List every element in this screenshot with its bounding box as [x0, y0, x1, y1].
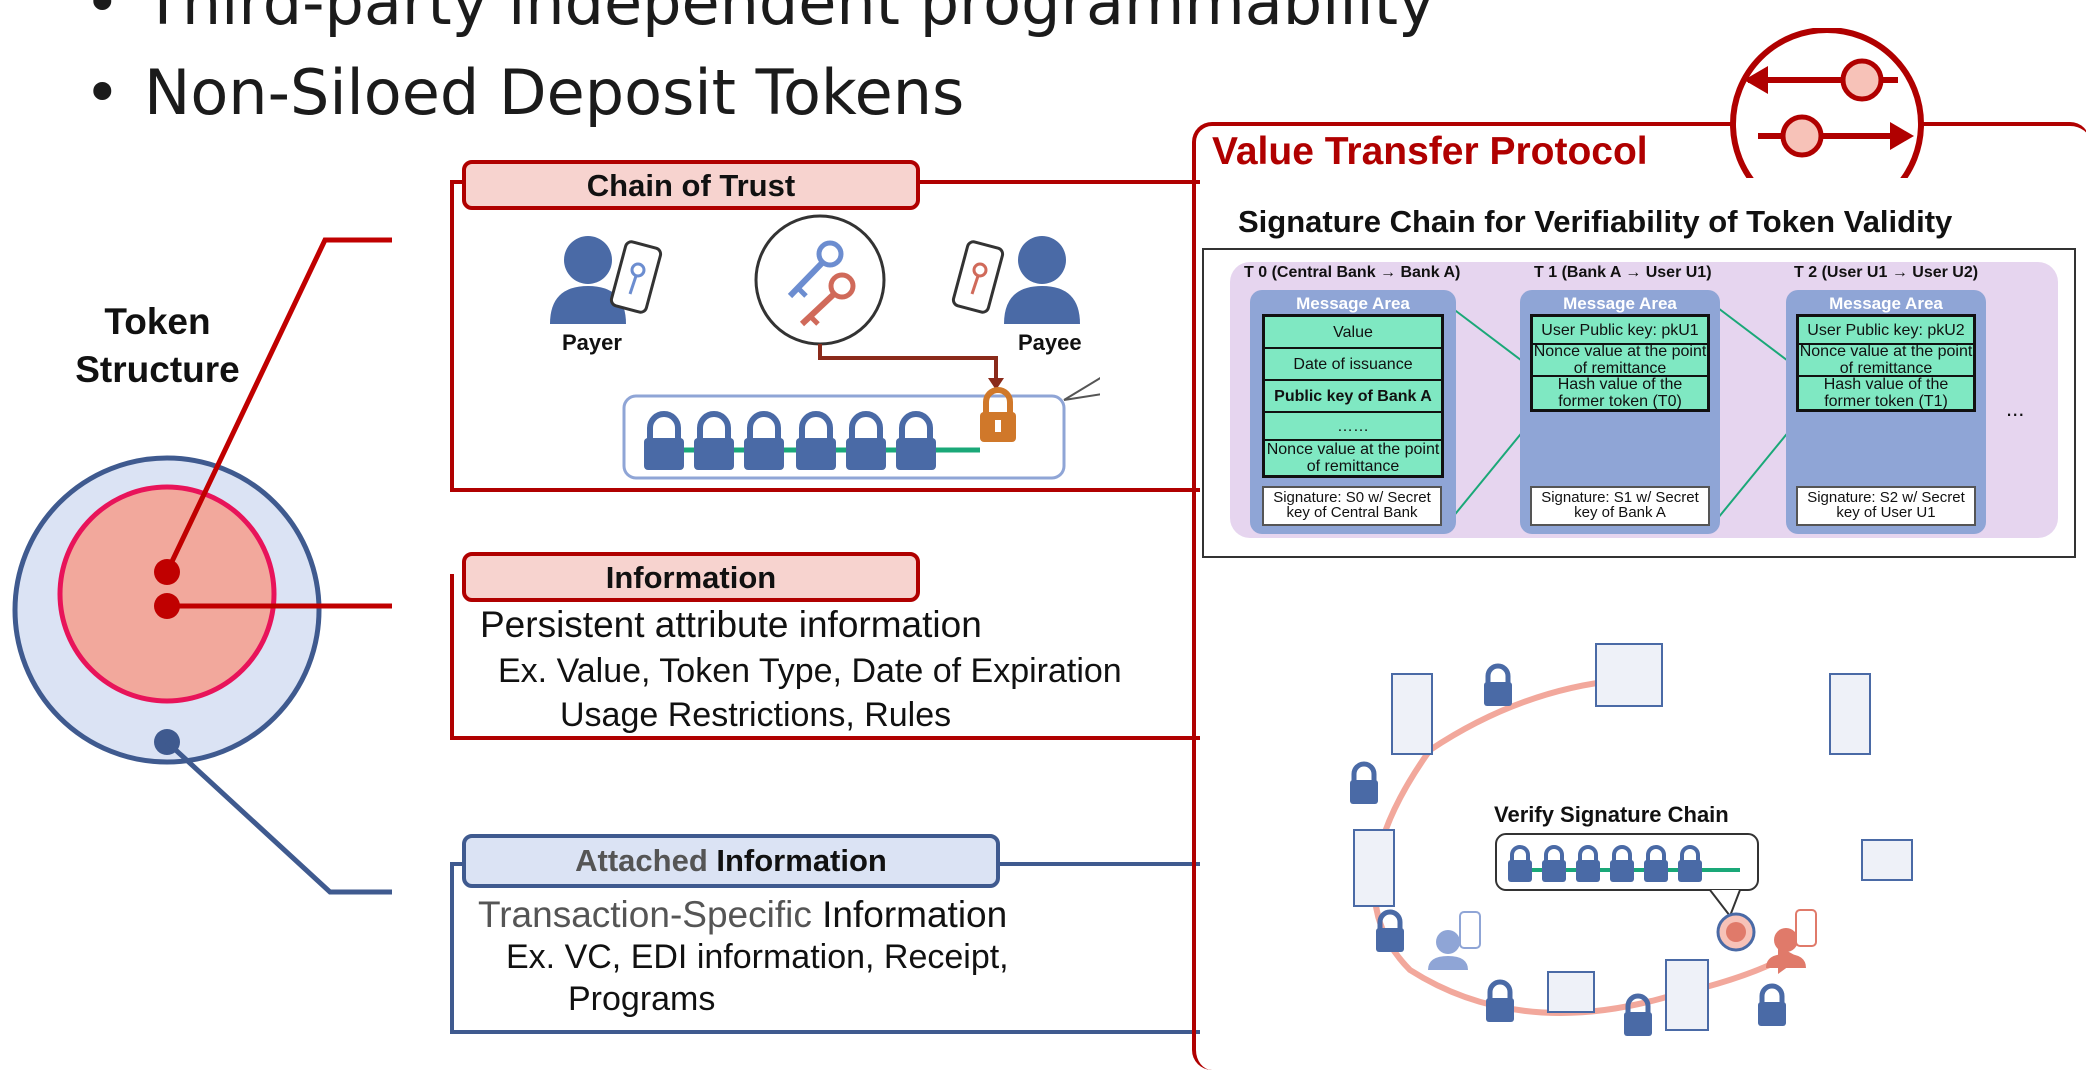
token-structure-diagram [12, 237, 392, 895]
message-area-label: Message Area [1563, 294, 1677, 313]
token-t1-row: Nonce value at the point of remittance [1533, 343, 1707, 377]
transfer-protocol-icon [1730, 28, 1924, 178]
token-t1-title: T 1 (Bank A → User U1) [1534, 264, 1712, 281]
information-line3: Usage Restrictions, Rules [560, 696, 952, 734]
value-transfer-protocol-panel [1192, 122, 2086, 1070]
payer-icon [550, 236, 663, 324]
token-t1-message: User Public key: pkU1 Nonce value at the… [1530, 314, 1710, 412]
attached-line2: Ex. VC, EDI information, Receipt, [506, 938, 1009, 976]
token-t0-title: T 0 (Central Bank → Bank A) [1244, 264, 1461, 281]
token-t0: Message Area Value Date of issuance Publ… [1250, 290, 1456, 534]
attached-line3: Programs [568, 980, 716, 1018]
token-t1-row: User Public key: pkU1 [1533, 317, 1707, 345]
payer-label: Payer [562, 330, 622, 355]
token-t1-signature: Signature: S1 w/ Secret key of Bank A [1530, 486, 1710, 526]
token-t0-row: Date of issuance [1265, 349, 1441, 381]
token-t2-row: Hash value of the former token (T1) [1823, 376, 1949, 410]
information-line2: Ex. Value, Token Type, Date of Expiratio… [498, 652, 1122, 690]
information-line1: Persistent attribute information [480, 604, 982, 645]
token-t2-message: User Public key: pkU2 Nonce value at the… [1796, 314, 1976, 412]
token-t2-row: Nonce value at the point of remittance [1799, 343, 1973, 377]
token-structure-label: Token Structure [75, 301, 240, 390]
token-t0-row: Value [1265, 317, 1441, 349]
message-area-label: Message Area [1829, 294, 1943, 313]
token-t1: Message Area User Public key: pkU1 Nonce… [1520, 290, 1720, 534]
attached-title: Attached Information [462, 834, 1000, 888]
token-t2-signature: Signature: S2 w/ Secret key of User U1 [1796, 486, 1976, 526]
token-t2: Message Area User Public key: pkU2 Nonce… [1786, 290, 1986, 534]
token-t0-row: Public key of Bank A [1265, 381, 1441, 413]
vtp-title: Value Transfer Protocol [1212, 130, 1648, 173]
message-area-label: Message Area [1296, 294, 1410, 313]
token-t2-row: User Public key: pkU2 [1799, 317, 1973, 345]
token-t0-message: Value Date of issuance Public key of Ban… [1262, 314, 1444, 478]
token-t1-row: Hash value of the former token (T0) [1557, 376, 1683, 410]
vtp-subtitle: Signature Chain for Verifiability of Tok… [1238, 204, 1953, 239]
token-t0-signature: Signature: S0 w/ Secret key of Central B… [1262, 486, 1442, 526]
payee-label: Payee [1018, 330, 1082, 355]
attached-line1: Transaction-Specific Information [478, 894, 1008, 935]
chain-continuation: ... [2006, 396, 2025, 421]
token-t0-row: Nonce value at the point of remittance [1266, 441, 1440, 475]
token-t0-row: …… [1265, 413, 1441, 441]
chain-of-trust-illustration [550, 214, 1100, 480]
payee-icon [951, 236, 1080, 324]
verify-signature-label: Verify Signature Chain [1494, 802, 1729, 827]
chain-of-trust-title: Chain of Trust [462, 160, 920, 210]
network-illustration [1350, 643, 1913, 1036]
keys-icon [754, 214, 886, 346]
information-section [450, 574, 1200, 740]
token-t2-title: T 2 (User U1 → User U2) [1794, 264, 1979, 281]
information-title: Information [462, 552, 920, 602]
bullet-non-siloed: •Non-Siloed Deposit Tokens [84, 56, 965, 129]
bullet-programmability: •Third-party independent programmability [84, 0, 1435, 39]
